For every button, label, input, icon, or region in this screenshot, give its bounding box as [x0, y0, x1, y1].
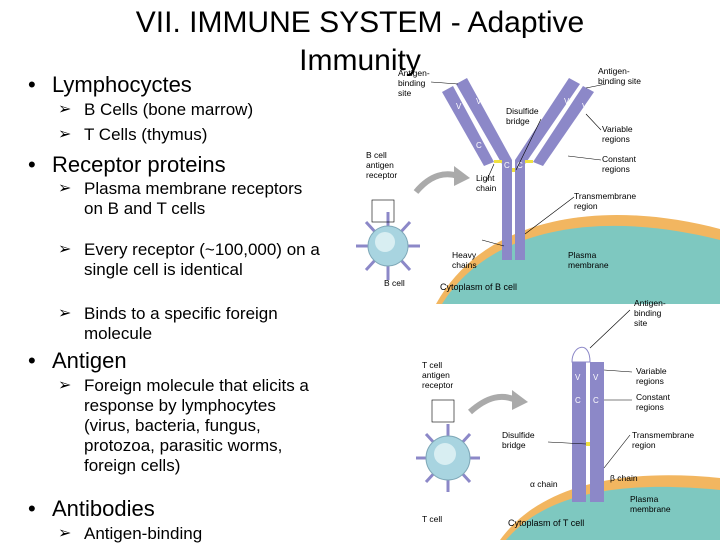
bcell-heavy-chain-stem: [515, 160, 525, 260]
bcell-disulfide-bridge: [512, 168, 515, 172]
bcell-c-label: C: [560, 141, 566, 150]
bcell-v-label: V: [456, 102, 462, 111]
title-line-2: Immunity: [299, 44, 421, 77]
tcell-v-label: V: [593, 373, 599, 382]
bcell-heavy-chain-stem: [502, 160, 512, 260]
bcell-disulfide-bridge: [525, 160, 533, 163]
bcell-cell-label: B cell: [384, 278, 405, 288]
bcell-zoom-box: [371, 199, 395, 223]
bcell-disulfide-bridge: [494, 160, 502, 163]
tcell-cytoplasm: [506, 486, 720, 540]
bcell-heavy-arm-left: [456, 78, 512, 164]
tcell-beta-chain: [590, 362, 604, 502]
tcell-beta-chain-label: β chain: [610, 473, 638, 483]
sub-bullet: Every receptor (~100,000) on a single ce…: [58, 240, 324, 280]
title-line-1: VII. IMMUNE SYSTEM - Adaptive: [135, 6, 585, 39]
sub-bullet: Binds to a specific foreign molecule: [58, 304, 324, 344]
bcell-c-label: C: [504, 161, 510, 170]
sub-bullet: B Cells (bone marrow): [58, 100, 324, 120]
bcell-v-label: V: [564, 97, 570, 106]
tcell-alpha-chain: [572, 362, 586, 502]
tcell-c-label: C: [593, 396, 599, 405]
sub-bullet: Plasma membrane receptors on B and T cel…: [58, 179, 324, 219]
tcell-zoom-arrow: [468, 393, 518, 415]
sub-bullet: Foreign molecule that elicits a response…: [58, 376, 324, 476]
bcell-zoom-arrow-head: [454, 166, 470, 186]
bcell-c-label: C: [476, 141, 482, 150]
bcell-c-label: C: [517, 161, 523, 170]
tcell-cell-label: T cell: [422, 514, 442, 524]
bcell-heavy-arm-right: [515, 78, 580, 164]
bullet-lymphocytes: Lymphocyctes: [28, 72, 192, 98]
tcell-disulfide-bridge: [586, 442, 590, 446]
tcell-c-label: C: [575, 396, 581, 405]
tcell-alpha-chain-label: α chain: [530, 479, 558, 489]
bcell-nucleus: [375, 232, 395, 252]
tcell-nucleus: [434, 443, 456, 465]
bcell-light-chain-right: [533, 86, 594, 166]
tcell-v-label: V: [575, 373, 581, 382]
bcell-v-label: V: [476, 97, 482, 106]
bullet-antibodies: Antibodies: [28, 496, 155, 522]
bullet-receptor-proteins: Receptor proteins: [28, 152, 226, 178]
bcell-light-chain-left: [442, 86, 494, 166]
bullet-antigen: Antigen: [28, 348, 127, 374]
bcell-v-label: V: [582, 102, 588, 111]
bcell-zoom-arrow: [413, 171, 459, 194]
bcell-antigen-binding-site-right-label: Antigen-binding site: [598, 66, 641, 86]
sub-bullet: T Cells (thymus): [58, 125, 324, 145]
slide-title: VII. IMMUNE SYSTEM - Adaptive Immunity: [0, 4, 720, 80]
bcell-cytoplasm-label: Cytoplasm of B cell: [440, 282, 517, 292]
tcell-zoom-box: [431, 399, 455, 423]
tcell-zoom-arrow-head: [512, 390, 528, 410]
sub-bullet: Antigen-binding: [58, 524, 324, 544]
tcell-cytoplasm-label: Cytoplasm of T cell: [508, 518, 584, 528]
